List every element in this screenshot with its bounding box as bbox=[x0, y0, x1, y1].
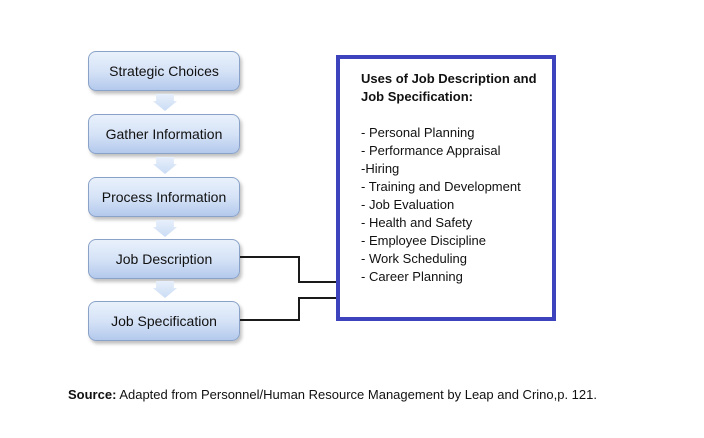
uses-title-line: Job Specification: bbox=[361, 89, 473, 104]
uses-list-item: - Health and Safety bbox=[361, 215, 473, 230]
down-arrow-icon bbox=[153, 94, 177, 111]
flow-step-label: Process Information bbox=[101, 189, 227, 205]
uses-list-item: -Hiring bbox=[361, 161, 400, 176]
uses-title-line: Uses of Job Description and bbox=[361, 71, 537, 86]
down-arrow-icon bbox=[153, 281, 177, 298]
connector-segment-job-description bbox=[298, 256, 300, 283]
source-label: Source: bbox=[68, 387, 117, 402]
uses-list-item: - Work Scheduling bbox=[361, 251, 467, 266]
flow-step-gather-information: Gather Information bbox=[88, 114, 240, 154]
connector-segment-job-specification bbox=[298, 297, 338, 299]
flow-step-label: Job Description bbox=[115, 251, 213, 267]
connector-segment-job-description bbox=[240, 256, 300, 258]
flow-step-label: Strategic Choices bbox=[109, 63, 219, 79]
uses-panel: Uses of Job Description and Job Specific… bbox=[336, 55, 556, 321]
uses-list-item: - Personal Planning bbox=[361, 125, 475, 140]
flow-step-strategic-choices: Strategic Choices bbox=[88, 51, 240, 91]
flow-step-process-information: Process Information bbox=[88, 177, 240, 217]
source-text: Adapted from Personnel/Human Resource Ma… bbox=[119, 387, 597, 402]
uses-list-item: - Career Planning bbox=[361, 269, 463, 284]
connector-segment-job-description bbox=[298, 281, 338, 283]
uses-list-item: - Performance Appraisal bbox=[361, 143, 501, 158]
uses-list-item: - Employee Discipline bbox=[361, 233, 486, 248]
connector-segment-job-specification bbox=[298, 297, 300, 321]
uses-panel-title: Uses of Job Description and Job Specific… bbox=[361, 70, 546, 106]
uses-list-item: - Training and Development bbox=[361, 179, 521, 194]
connector-segment-job-specification bbox=[240, 319, 300, 321]
flow-step-job-description: Job Description bbox=[88, 239, 240, 279]
flow-step-label: Job Specification bbox=[111, 313, 217, 329]
source-note: Source: Adapted from Personnel/Human Res… bbox=[68, 387, 597, 402]
down-arrow-icon bbox=[153, 157, 177, 174]
down-arrow-icon bbox=[153, 220, 177, 237]
flow-step-job-specification: Job Specification bbox=[88, 301, 240, 341]
uses-list-item: - Job Evaluation bbox=[361, 197, 455, 212]
uses-list: - Personal Planning - Performance Apprai… bbox=[361, 124, 546, 286]
flow-step-label: Gather Information bbox=[105, 126, 223, 142]
